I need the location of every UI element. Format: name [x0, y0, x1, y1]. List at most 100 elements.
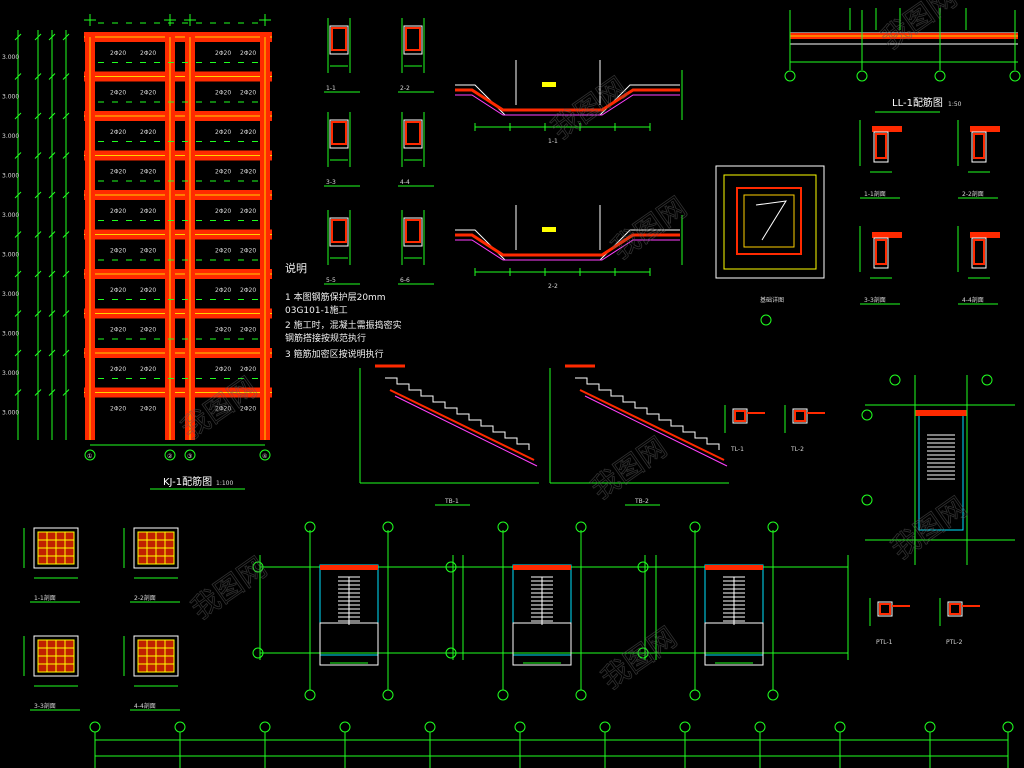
pit-plan: 基础详图 [715, 165, 825, 326]
detail-outline [947, 601, 963, 617]
stair-plan-bubble-icon [252, 561, 264, 573]
notes-line-3: 2 施工时，混凝土需振捣密实 [285, 319, 402, 331]
frame-dim-tick [14, 270, 22, 278]
detail-label: PTL-1 [876, 639, 893, 646]
frame-dim-tick [34, 231, 42, 238]
frame-axis-label: ② [167, 453, 173, 460]
frame-rebar-label: 2Φ20 [110, 90, 126, 97]
frame-level-label: 3.000 [2, 212, 19, 219]
frame-rebar-label: 2Φ20 [140, 129, 156, 136]
frame-rebar-label: 2Φ20 [215, 406, 231, 413]
ll-section-slab [872, 232, 902, 238]
stair-plan-bubble-icon [304, 689, 316, 701]
frame-rebar-label: 2Φ20 [140, 208, 156, 215]
right-plan-bubble-icon [889, 374, 901, 386]
section-label: 6-6 [400, 277, 410, 284]
stair-rebar [579, 389, 725, 461]
frame-rebar-label: 2Φ20 [240, 169, 256, 176]
ll1-axis-bubble-icon [934, 70, 946, 82]
stair-plan-beam [513, 565, 571, 570]
bottom-axis-bubble-icon [1002, 721, 1014, 733]
frame-dim-tick [62, 152, 70, 159]
stair-plan-bubble-icon [637, 561, 649, 573]
frame-level-label: 3.000 [2, 94, 19, 101]
frame-rebar-label: 2Φ20 [215, 366, 231, 373]
frame-dim-tick [62, 389, 70, 396]
section-label: 4-4 [400, 179, 410, 186]
frame-rebar-label: 2Φ20 [110, 366, 126, 373]
pit-diagonal [755, 200, 787, 241]
frame-dim-tick [34, 33, 42, 41]
bottom-axis-bubble-icon [679, 721, 691, 733]
frame-dim-tick [34, 191, 42, 199]
watermark-1: 我图网 [545, 71, 633, 146]
frame-rebar-label: 2Φ20 [240, 50, 256, 57]
ll-section-label: 2-2剖面 [962, 190, 984, 198]
ll-section-slab [970, 126, 1000, 132]
frame-dim-tick [62, 112, 70, 120]
watermark-2: 我图网 [605, 191, 693, 266]
stair-plan-bubble-icon [767, 689, 779, 701]
tank-label: 1-1 [548, 138, 558, 145]
bottom-axis-bubble-icon [514, 721, 526, 733]
stair-plan-landing [704, 622, 764, 666]
detail-label: PTL-2 [946, 639, 963, 646]
frame-dim-tick [62, 349, 70, 357]
frame-dim-tick [34, 73, 42, 80]
frame-dim-tick [34, 389, 42, 396]
frame-dim-tick [48, 33, 56, 41]
stair-plan-bubble-icon [575, 521, 587, 533]
detail-label: TL-1 [730, 446, 744, 453]
col-section-outline [133, 635, 179, 677]
notes-line-1: 1 本图钢筋保护层20mm [285, 291, 386, 303]
ll-section-rebar [973, 133, 985, 159]
tank-tag [542, 227, 556, 232]
frame-dim-tick [14, 349, 22, 357]
frame-level-label: 3.000 [2, 252, 19, 259]
detail-label: TL-2 [790, 446, 804, 453]
stair-plan-bubble-icon [767, 521, 779, 533]
ll1-beam-elevation: LL-1配筋图 1:50 [784, 8, 1021, 113]
section-outline [403, 217, 423, 247]
col-section-outline [33, 635, 79, 677]
stair-plan-landing [512, 622, 572, 666]
section-label: 3-3 [326, 179, 336, 186]
frame-dim-tick [48, 270, 56, 278]
col-section-label: 1-1剖面 [34, 594, 56, 602]
frame-dim-tick [62, 73, 70, 80]
frame-dim-tick [14, 310, 22, 317]
pit-red [736, 187, 802, 255]
section-outline [403, 25, 423, 55]
frame-rebar-label: 2Φ20 [240, 208, 256, 215]
frame-scale: 1:100 [216, 480, 233, 487]
ll-section-rebar [973, 239, 985, 265]
section-label: 5-5 [326, 277, 336, 284]
stair-plan-bubble-icon [304, 521, 316, 533]
frame-dim-tick [34, 270, 42, 278]
tank-label: 2-2 [548, 283, 558, 290]
frame-rebar-label: 2Φ20 [140, 327, 156, 334]
frame-level-label: 3.000 [2, 331, 19, 338]
frame-rebar-label: 2Φ20 [240, 129, 256, 136]
frame-dim-tick [62, 191, 70, 199]
stair-plan-beam [705, 565, 763, 570]
stair-plan-bubble-icon [382, 689, 394, 701]
section-outline [403, 119, 423, 149]
axis-bubble-icon [164, 449, 176, 461]
tank-sections-group: 1-1 2-2 [455, 60, 683, 290]
notes-line-5: 3 箍筋加密区按说明执行 [285, 348, 384, 360]
stair-rebar [389, 389, 535, 461]
frame-rebar-label: 2Φ20 [240, 366, 256, 373]
bottom-axis-bubble-icon [754, 721, 766, 733]
frame-dim-tick [14, 389, 22, 396]
axis-bubble-icon [84, 449, 96, 461]
frame-left-dimensions: 3.0003.0003.0003.0003.0003.0003.0003.000… [2, 30, 70, 440]
ll1-axis-bubble-icon [784, 70, 796, 82]
frame-dim-tick [14, 73, 22, 80]
frame-level-label: 3.000 [2, 173, 19, 180]
frame-level-label: 3.000 [2, 133, 19, 140]
col-section-outline [33, 527, 79, 569]
right-plan-beam [915, 410, 967, 416]
